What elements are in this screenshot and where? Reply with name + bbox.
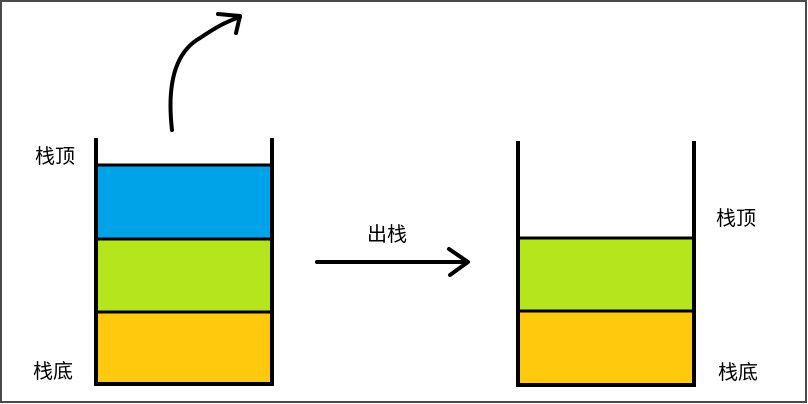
right-stack-bottom-block <box>516 309 696 387</box>
right-stack-top-label: 栈顶 <box>716 206 756 230</box>
left-stack-container <box>94 138 274 386</box>
left-stack <box>94 138 274 386</box>
left-stack-top-label: 栈顶 <box>35 144 75 168</box>
right-arrow-icon <box>315 247 470 277</box>
left-stack-middle-block <box>94 237 274 314</box>
left-stack-top-block <box>94 163 274 241</box>
curved-up-arrow-icon <box>168 12 242 132</box>
right-stack-container <box>516 141 696 387</box>
right-stack-middle-block <box>516 236 696 313</box>
left-stack-bottom-label: 栈底 <box>33 359 73 383</box>
right-stack <box>516 141 696 387</box>
right-stack-bottom-label: 栈底 <box>718 360 758 384</box>
operation-label: 出栈 <box>367 222 407 246</box>
left-stack-bottom-block <box>94 310 274 386</box>
